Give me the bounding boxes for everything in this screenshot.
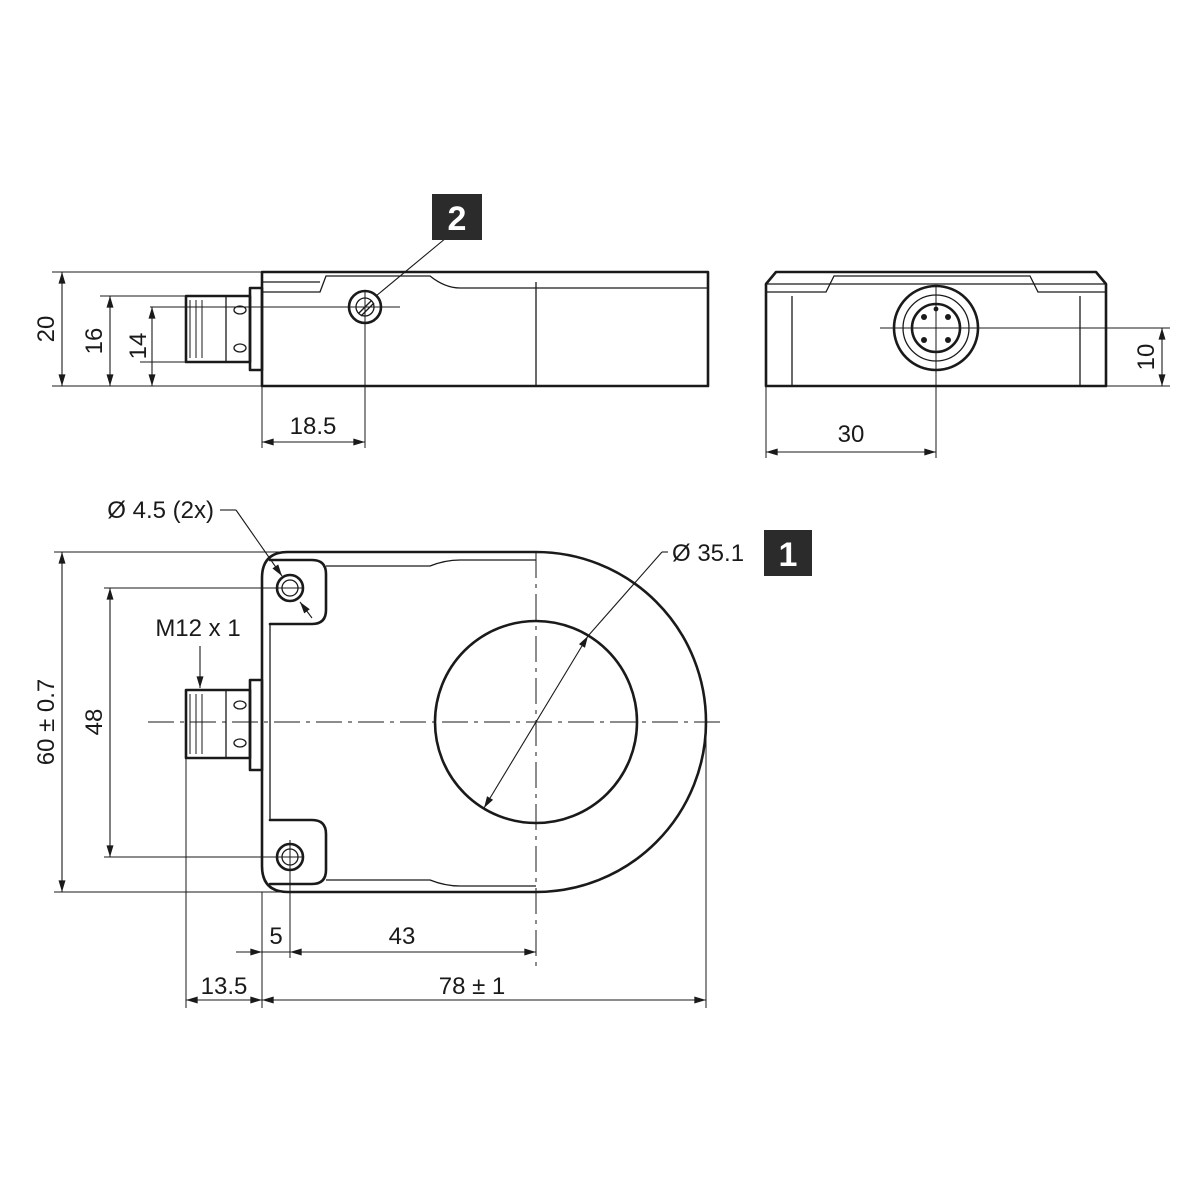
side-body-chamfer xyxy=(262,275,708,293)
dim-label-43: 43 xyxy=(389,923,416,950)
callout-1-label: 1 xyxy=(779,536,798,574)
side-view: 20 16 14 18.5 xyxy=(33,237,710,448)
side-connector-flat xyxy=(233,343,247,353)
dim-line-ring-diameter xyxy=(483,635,589,809)
dim-label-78: 78 ± 1 xyxy=(439,973,506,1000)
mounting-lug-top xyxy=(268,558,328,626)
mounting-lug-bottom xyxy=(268,818,328,886)
thread-label: M12 x 1 xyxy=(155,615,240,642)
side-connector xyxy=(184,294,252,364)
dim-label-48: 48 xyxy=(81,709,108,736)
dim-label-ring-diameter: Ø 35.1 xyxy=(672,540,744,567)
end-body-chamfer xyxy=(766,275,1106,293)
side-body-outline xyxy=(260,270,710,388)
pin xyxy=(921,337,927,343)
pin xyxy=(945,314,951,320)
top-view: Ø 35.1 Ø 4.5 (2x) M12 x 1 60 ± 0.7 48 5 … xyxy=(33,497,744,1008)
side-connector-flat xyxy=(233,305,247,315)
callout-1-badge: 1 xyxy=(764,530,812,576)
dim-label-16: 16 xyxy=(81,328,108,355)
dim-label-18-5: 18.5 xyxy=(290,413,337,440)
dim-label-30: 30 xyxy=(838,421,865,448)
callout-2-badge: 2 xyxy=(432,194,482,240)
pin xyxy=(945,337,951,343)
pin xyxy=(921,314,927,320)
dim-label-14: 14 xyxy=(125,333,152,360)
top-connector-flange xyxy=(248,678,264,772)
dim-label-5: 5 xyxy=(269,923,282,950)
end-view: 30 10 xyxy=(764,270,1170,458)
dim-label-10: 10 xyxy=(1133,344,1160,371)
dim-label-hole-diameter: Ø 4.5 (2x) xyxy=(107,497,214,524)
callout-2-leader xyxy=(375,237,447,297)
dim-label-20: 20 xyxy=(33,316,60,343)
callout-2-label: 2 xyxy=(448,200,467,238)
dim-line-hole-diameter xyxy=(235,509,283,577)
side-connector-flange xyxy=(248,286,264,372)
dim-label-60: 60 ± 0.7 xyxy=(33,679,60,766)
dim-label-13-5: 13.5 xyxy=(201,973,248,1000)
top-connector xyxy=(184,688,252,760)
